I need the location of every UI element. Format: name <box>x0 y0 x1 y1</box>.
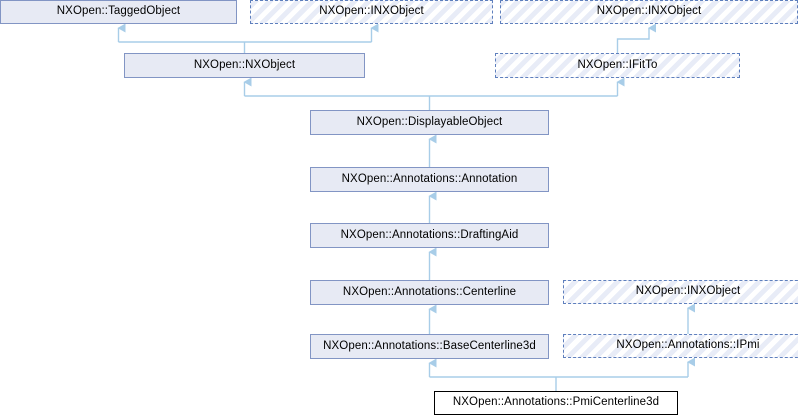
class-node-label: NXOpen::INXObject <box>319 5 424 18</box>
class-node-displayableobject[interactable]: NXOpen::DisplayableObject <box>310 110 549 135</box>
class-node-inxobject-top-2[interactable]: NXOpen::INXObject <box>500 0 798 24</box>
class-node-inxobject-top-1[interactable]: NXOpen::INXObject <box>250 0 493 24</box>
class-node-label: NXOpen::NXObject <box>193 58 296 71</box>
class-node-label: NXOpen::INXObject <box>635 285 741 298</box>
class-node-inxobject-right[interactable]: NXOpen::INXObject <box>563 280 798 304</box>
class-node-label: NXOpen::DisplayableObject <box>356 115 503 128</box>
class-node-label: NXOpen::IFitTo <box>577 58 658 71</box>
class-node-annotation[interactable]: NXOpen::Annotations::Annotation <box>310 167 549 192</box>
inheritance-edge <box>616 23 656 53</box>
class-node-draftingaid[interactable]: NXOpen::Annotations::DraftingAid <box>310 223 549 248</box>
class-node-label: NXOpen::Annotations::Centerline <box>342 285 517 298</box>
class-node-nxobject[interactable]: NXOpen::NXObject <box>124 53 365 78</box>
class-node-label: NXOpen::Annotations::PmiCenterline3d <box>452 396 660 409</box>
class-node-centerline[interactable]: NXOpen::Annotations::Centerline <box>310 280 549 305</box>
class-node-taggedobject[interactable]: NXOpen::TaggedObject <box>0 0 237 24</box>
class-node-pmicenterline3d[interactable]: NXOpen::Annotations::PmiCenterline3d <box>434 391 678 415</box>
class-node-label: NXOpen::Annotations::DraftingAid <box>340 228 519 241</box>
class-node-label: NXOpen::Annotations::BaseCenterline3d <box>323 339 536 352</box>
class-node-basecenterline3d[interactable]: NXOpen::Annotations::BaseCenterline3d <box>310 334 549 359</box>
class-node-label: NXOpen::INXObject <box>596 5 702 18</box>
class-node-ipmi[interactable]: NXOpen::Annotations::IPmi <box>563 334 798 358</box>
class-node-ifitto[interactable]: NXOpen::IFitTo <box>495 53 740 78</box>
class-node-label: NXOpen::Annotations::Annotation <box>341 172 518 185</box>
class-node-label: NXOpen::TaggedObject <box>56 5 181 18</box>
class-node-label: NXOpen::Annotations::IPmi <box>616 339 760 352</box>
